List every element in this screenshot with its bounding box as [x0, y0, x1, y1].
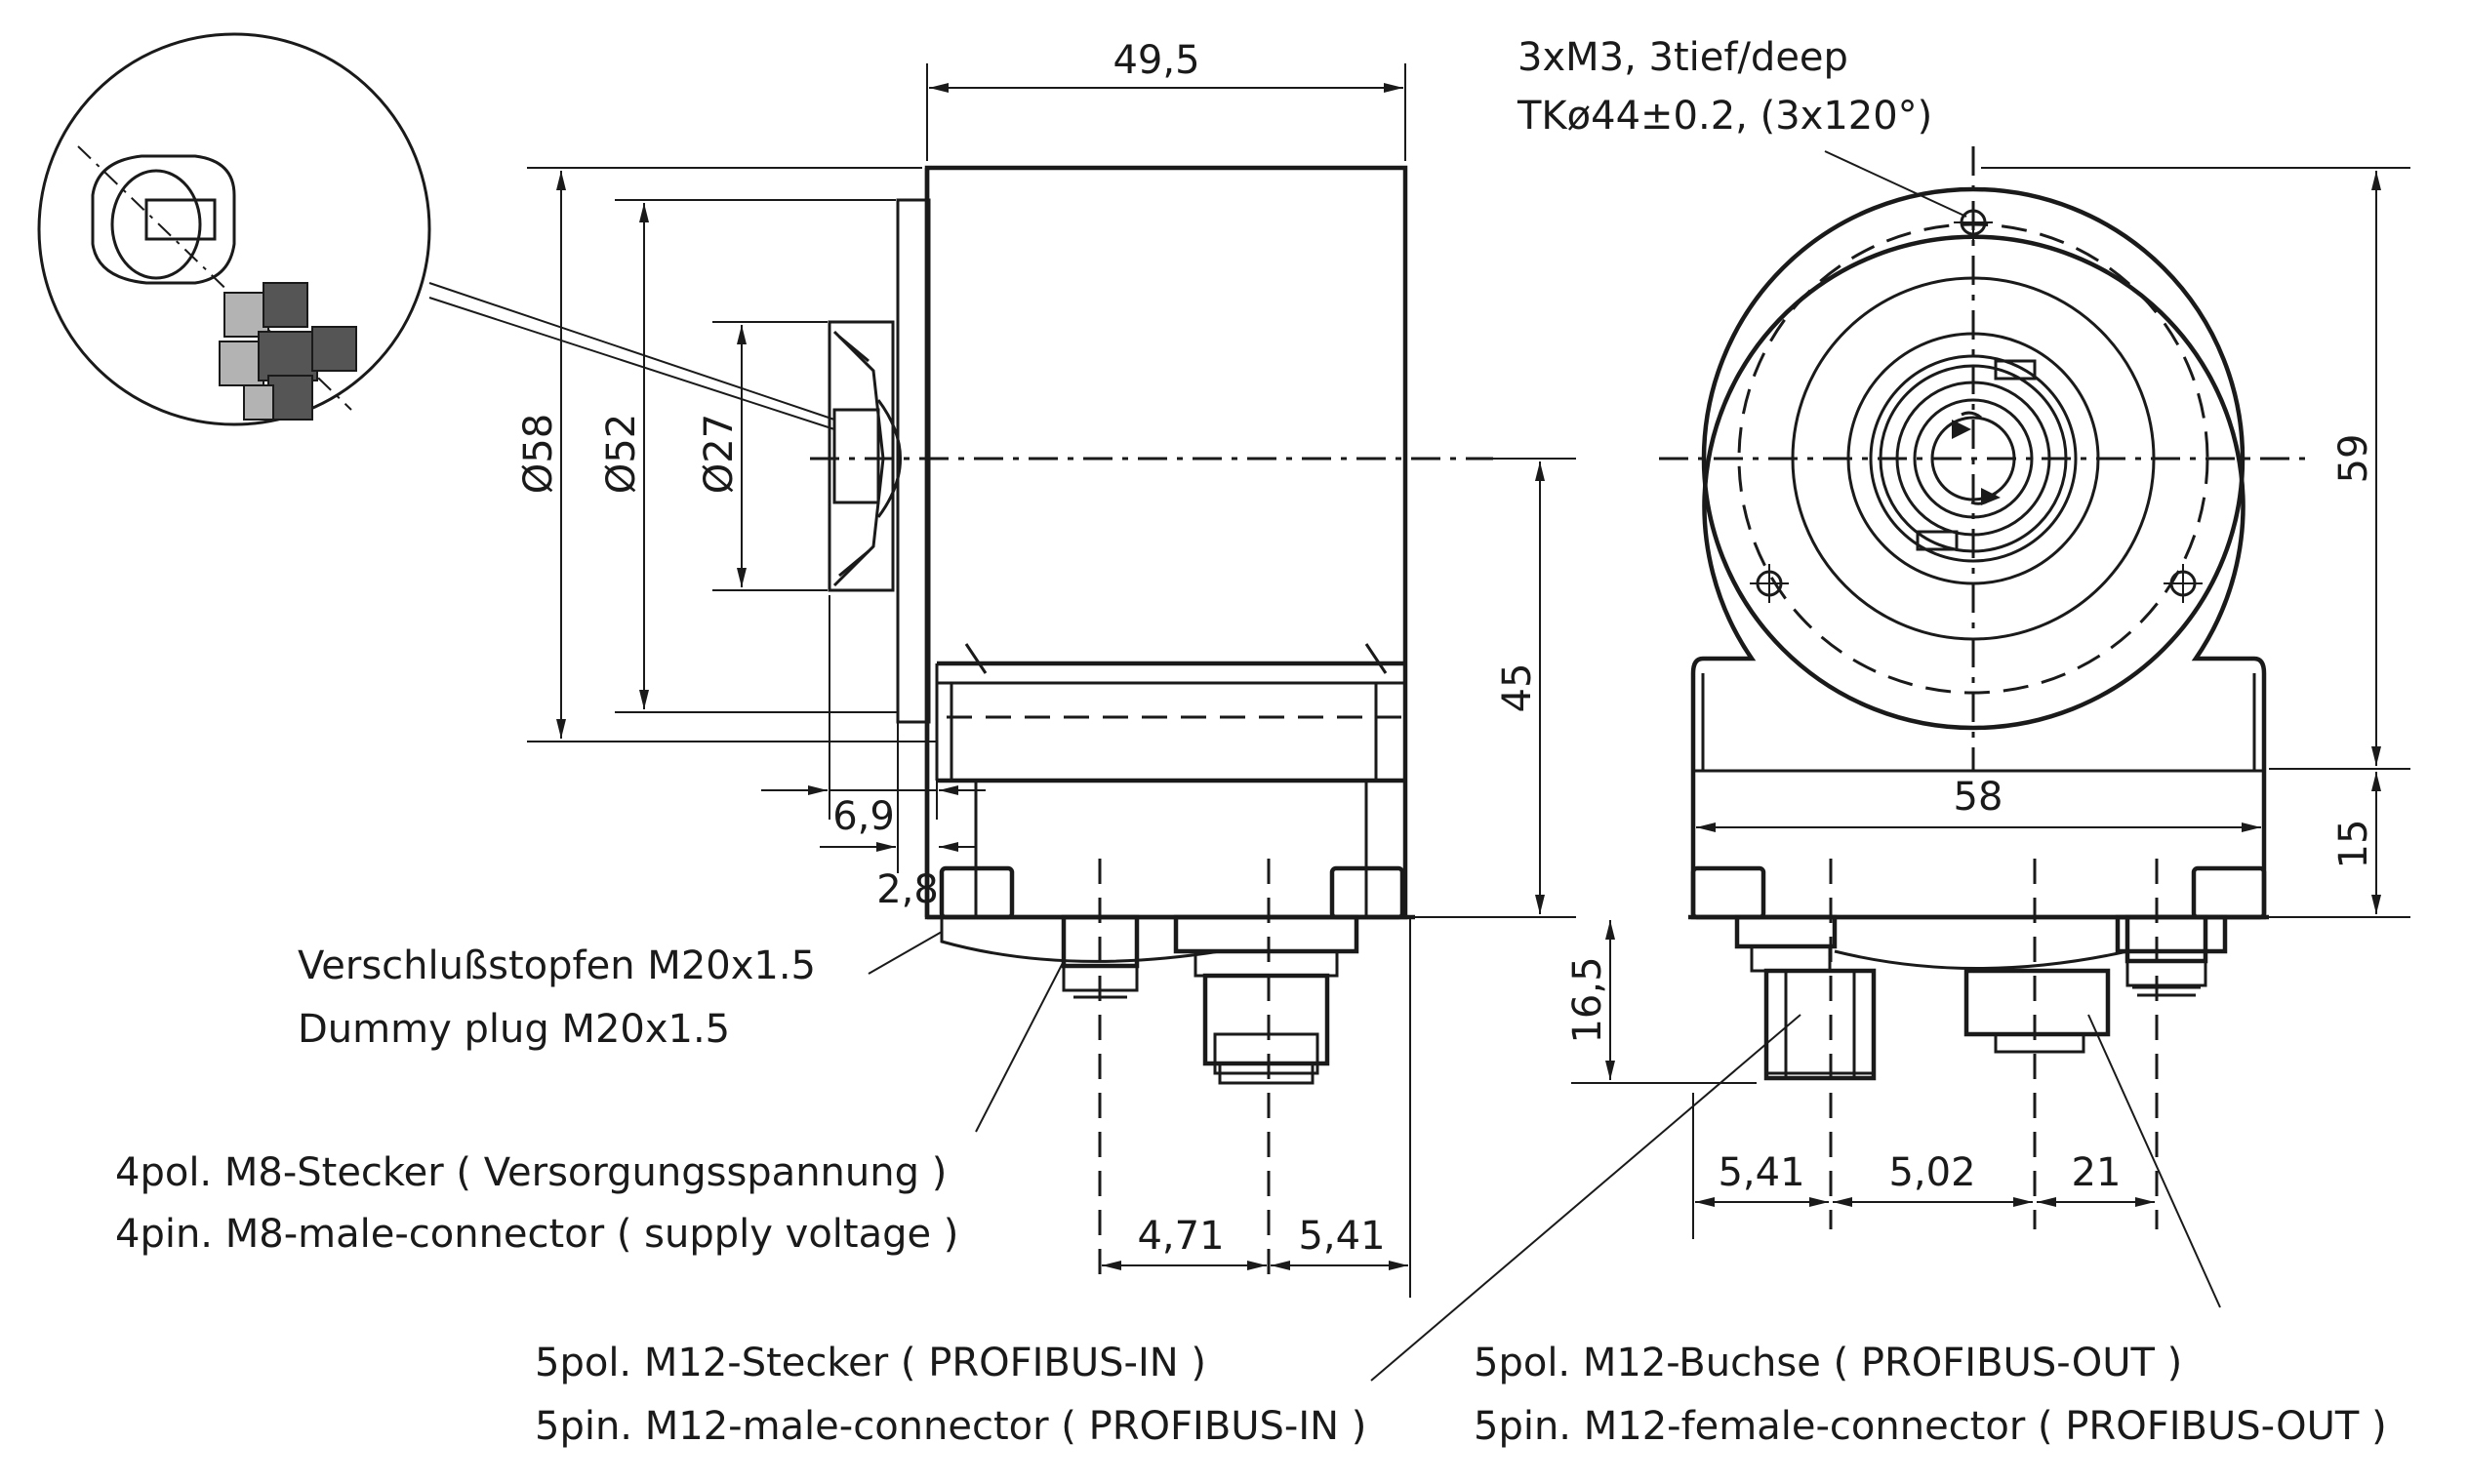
dim-dia-58: Ø58 — [516, 414, 561, 494]
leader-m8 — [975, 960, 1065, 1133]
dim-45: 45 — [1495, 663, 1540, 713]
note-m12-out-line1: 5pol. M12-Buchse ( PROFIBUS-OUT ) — [1474, 1341, 2182, 1385]
note-m8-line2: 4pin. M8-male-connector ( supply voltage… — [115, 1212, 958, 1257]
dim-5-41-right: 5,41 — [1718, 1150, 1804, 1195]
dim-49-5: 49,5 — [1113, 38, 1199, 83]
leader-m12-in — [1370, 1014, 1801, 1382]
leader-dummy-plug — [868, 931, 943, 975]
cross-insert — [219, 282, 357, 421]
dim-dia-27: Ø27 — [697, 414, 742, 494]
note-m8-line1: 4pol. M8-Stecker ( Versorgungsspannung ) — [115, 1150, 947, 1195]
note-m12-in-line2: 5pin. M12-male-connector ( PROFIBUS-IN ) — [535, 1404, 1366, 1449]
dim-5-02: 5,02 — [1888, 1150, 1975, 1195]
front-view-dimensions: 59 15 58 16,5 5,41 5,02 21 — [1565, 167, 2410, 1239]
dim-21: 21 — [2072, 1150, 2122, 1195]
dim-58: 58 — [1954, 775, 2003, 820]
flange — [896, 198, 931, 724]
dim-2-8: 2,8 — [876, 867, 939, 912]
note-dummy-plug-line2: Dummy plug M20x1.5 — [298, 1007, 730, 1052]
side-view-dimensions: 49,5 Ø58 Ø52 Ø27 45 6,9 2,8 — [516, 38, 1576, 1298]
mounting-holes — [1750, 203, 2203, 603]
coupling-hub-sketch — [77, 145, 352, 411]
annotations: 3xM3, 3tief/deep TKø44±0.2, (3x120°) Ver… — [115, 35, 2387, 1449]
leader-m12-out — [2087, 1014, 2221, 1308]
shaft-coupling — [828, 320, 902, 592]
front-lug-right — [2191, 865, 2267, 920]
coupling-detail-view — [37, 32, 835, 430]
front-body-outline — [1690, 234, 2267, 920]
dim-59: 59 — [2331, 434, 2376, 484]
note-m12-in-line1: 5pol. M12-Stecker ( PROFIBUS-IN ) — [535, 1341, 1206, 1385]
note-m12-out-line2: 5pin. M12-female-connector ( PROFIBUS-OU… — [1474, 1404, 2387, 1449]
connector-housing — [935, 643, 1405, 917]
dim-5-41-left: 5,41 — [1298, 1214, 1385, 1259]
side-view — [810, 165, 1493, 1288]
detail-circle — [37, 32, 431, 426]
dim-16-5: 16,5 — [1565, 956, 1610, 1043]
front-view — [1659, 146, 2313, 1229]
leader-mounting — [1824, 150, 1967, 218]
dim-dia-52: Ø52 — [599, 414, 644, 494]
note-mounting-line1: 3xM3, 3tief/deep — [1517, 35, 1848, 80]
m12-connector-side — [1173, 859, 1359, 1288]
m12-male-connector-front — [1734, 859, 1877, 1229]
encoder-body-outline — [924, 165, 1408, 920]
dim-4-71: 4,71 — [1137, 1214, 1224, 1259]
front-lug-left — [1690, 865, 1766, 920]
note-dummy-plug-line1: Verschlußstopfen M20x1.5 — [298, 943, 816, 988]
dim-15: 15 — [2331, 820, 2376, 869]
m8-connector-side — [1061, 859, 1140, 1288]
note-mounting-line2: TKø44±0.2, (3x120°) — [1517, 94, 1932, 139]
detail-leader-line — [428, 282, 835, 421]
dim-6-9: 6,9 — [832, 794, 895, 839]
